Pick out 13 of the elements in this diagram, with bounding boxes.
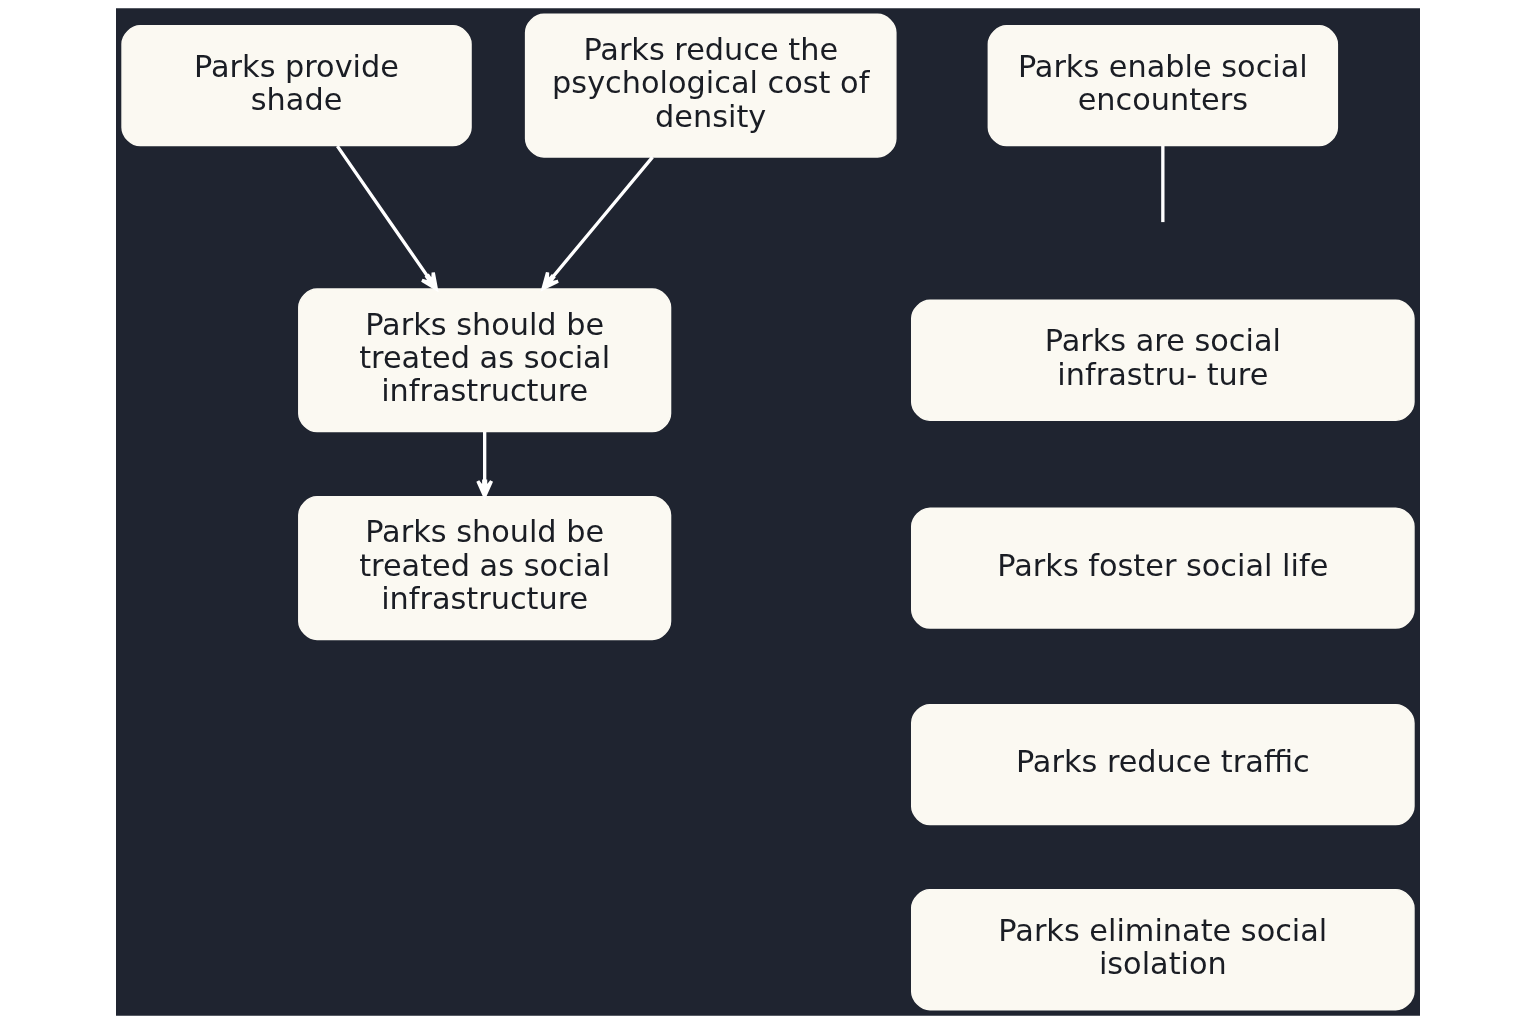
node-box: Parks are social infrastru- ture xyxy=(911,299,1415,421)
connector xyxy=(1161,145,1165,223)
node-box: Parks should be treated as social infrastructure xyxy=(298,496,672,641)
node-box: Parks enable social encounters xyxy=(987,25,1339,147)
node-box: Parks reduce the psychological cost of density xyxy=(524,13,897,158)
arrow xyxy=(336,145,438,291)
node-box: Parks should be treated as social infrastructure xyxy=(298,288,672,433)
node-box: Parks eliminate social isolation xyxy=(911,889,1415,1011)
node-box: Parks foster social life xyxy=(911,507,1415,629)
arrow xyxy=(541,156,654,291)
node-box: Parks provide shade xyxy=(121,25,472,147)
arrow xyxy=(476,431,494,498)
node-box: Parks reduce traffic xyxy=(911,703,1415,826)
